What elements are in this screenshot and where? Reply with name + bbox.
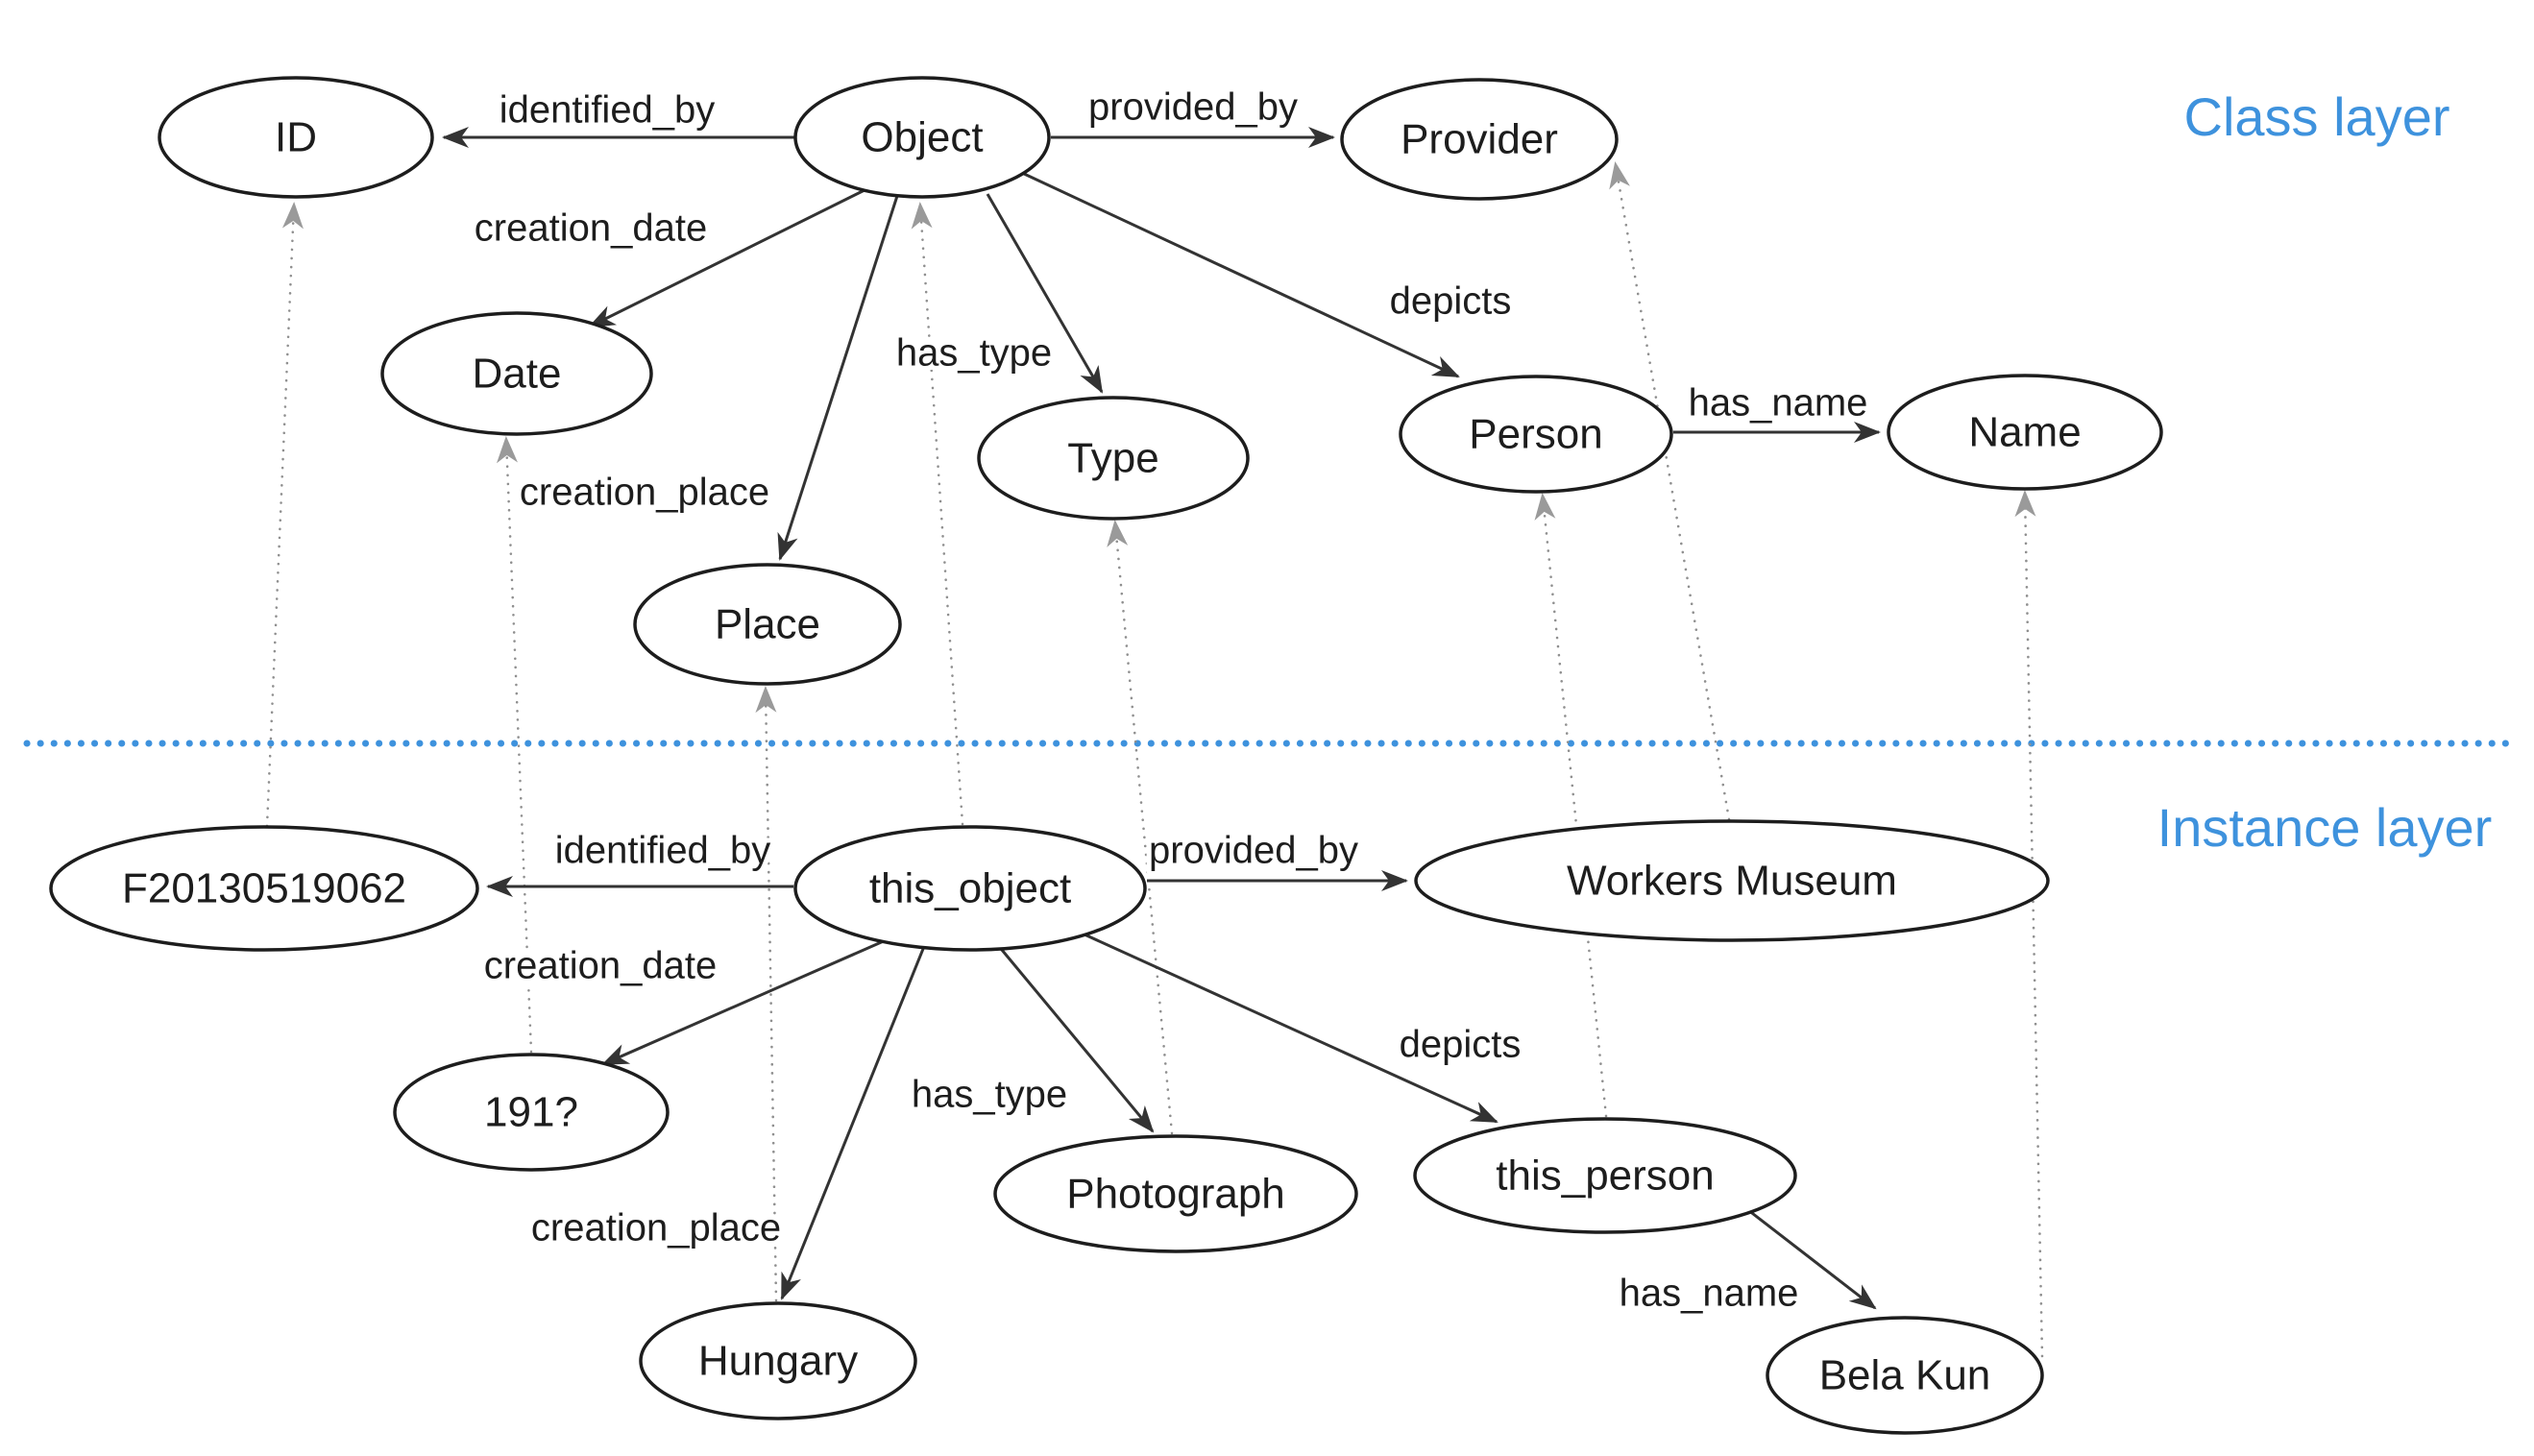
edge-label-creation_place: creation_place [531,1207,781,1250]
node-name-label: Name [1968,409,2081,456]
node-provider-ellipse [1340,78,1619,201]
edge-this_object-creation_date [601,932,902,1066]
edge-object-creation_place [777,195,899,561]
node-object-label: Object [861,114,983,161]
node-date_191-ellipse [393,1053,670,1172]
node-provider-label: Provider [1401,116,1558,163]
node-bela_kun-ellipse [1766,1316,2044,1435]
node-id: ID [158,76,434,199]
node-name-ellipse [1887,374,2163,491]
edge-this_object-has_type [995,943,1155,1133]
edge-this_person-has_name [1747,1208,1877,1310]
edge-label-creation_date: creation_date [475,207,707,250]
edge-object-has_type [986,193,1104,394]
edge-label-depicts: depicts [1400,1024,1522,1066]
node-person-label: Person [1469,411,1602,458]
node-hungary: Hungary [639,1301,917,1420]
node-object-ellipse [793,76,1051,199]
instance-of-link-this_person-to-person [1534,493,1608,1118]
node-workers_museum-ellipse [1414,819,2050,942]
edge-label-has_name: has_name [1620,1273,1799,1315]
node-person: Person [1399,375,1673,494]
node-provider: Provider [1340,78,1619,201]
instance-of-link-bela_kun-to-name [2014,490,2044,1358]
node-this_object-label: this_object [869,865,1071,912]
edge-object-depicts [1021,171,1460,378]
instance-of-link-workers_museum-to-provider [1609,161,1731,821]
edge-label-creation_place: creation_place [520,472,769,514]
node-bela_kun-label: Bela Kun [1819,1352,1991,1399]
node-type-ellipse [977,396,1250,521]
node-object: Object [793,76,1051,199]
node-photograph-ellipse [993,1134,1358,1253]
layer-label-instance: Instance layer [2157,797,2493,858]
node-person-ellipse [1399,375,1673,494]
node-place: Place [633,563,902,686]
node-place-ellipse [633,563,902,686]
edge-label-has_type: has_type [896,332,1052,375]
edge-label-depicts: depicts [1390,280,1512,323]
edge-label-provided_by: provided_by [1088,86,1298,129]
node-id-ellipse [158,76,434,199]
instance-of-link-photograph-to-type [1107,520,1174,1135]
node-hungary-ellipse [639,1301,917,1420]
instance-of-link-date_191-to-date [496,436,533,1054]
node-date-label: Date [473,351,562,398]
node-name: Name [1887,374,2163,491]
node-type-label: Type [1067,435,1158,482]
node-date-ellipse [380,311,653,436]
node-f20130519062-ellipse [49,825,479,952]
node-f20130519062: F20130519062 [49,825,479,952]
edge-this_object-depicts [1073,928,1498,1124]
node-place-label: Place [715,601,820,648]
node-this_person-ellipse [1413,1117,1797,1234]
node-type: Type [977,396,1250,521]
edge-label-has_type: has_type [912,1074,1067,1116]
edge-object-creation_date [588,188,865,328]
node-this_object: this_object [793,825,1147,952]
node-hungary-label: Hungary [698,1338,858,1385]
node-workers_museum-label: Workers Museum [1567,858,1897,905]
node-photograph-label: Photograph [1066,1171,1285,1218]
node-bela_kun: Bela Kun [1766,1316,2044,1435]
instance-of-link-this_object-to-object [911,202,964,826]
edge-label-creation_date: creation_date [484,945,717,987]
edge-label-identified_by: identified_by [555,830,771,872]
edge-label-provided_by: provided_by [1149,830,1358,872]
node-workers_museum: Workers Museum [1414,819,2050,942]
layer-label-class: Class layer [2184,86,2450,147]
instance-of-link-hungary-to-place [755,686,778,1302]
edge-this_object-creation_place [780,943,927,1300]
node-date: Date [380,311,653,436]
instance-of-link-f20130519062-to-id [265,202,304,828]
node-date_191: 191? [393,1053,670,1172]
node-id-label: ID [275,114,317,161]
node-this_object-ellipse [793,825,1147,952]
node-f20130519062-label: F20130519062 [122,865,406,912]
node-date_191-label: 191? [484,1089,578,1136]
node-this_person: this_person [1413,1117,1797,1234]
edge-label-has_name: has_name [1689,382,1868,425]
node-this_person-label: this_person [1496,1153,1714,1200]
edge-label-identified_by: identified_by [499,89,716,132]
node-photograph: Photograph [993,1134,1358,1253]
